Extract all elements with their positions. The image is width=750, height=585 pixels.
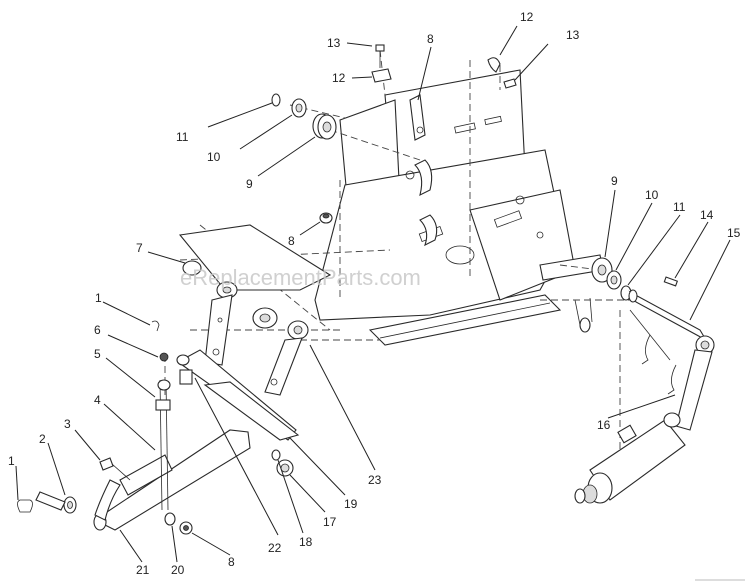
callout-8-bottom: 8	[228, 555, 235, 569]
right-washers	[591, 257, 679, 301]
callout-6: 6	[94, 323, 101, 337]
callout-14: 14	[700, 208, 714, 222]
chassis-frame	[314, 69, 604, 346]
watermark: eReplacementParts.com	[180, 265, 421, 290]
top-hardware	[371, 44, 517, 141]
callout-21: 21	[136, 563, 150, 577]
callout-15: 15	[727, 226, 741, 240]
callout-18: 18	[299, 535, 313, 549]
callout-9-right: 9	[611, 174, 618, 188]
left-washers	[271, 93, 337, 224]
rod-assembly	[17, 320, 300, 535]
callout-16: 16	[597, 418, 611, 432]
lever-arms	[178, 224, 332, 396]
callout-10-right: 10	[645, 188, 659, 202]
callout-20: 20	[171, 563, 185, 577]
callout-8-mid: 8	[288, 234, 295, 248]
callout-17: 17	[323, 515, 337, 529]
callout-3: 3	[64, 417, 71, 431]
callout-1-upper: 1	[95, 291, 102, 305]
callout-23: 23	[368, 473, 382, 487]
callout-9-left: 9	[246, 177, 253, 191]
callout-8-top: 8	[427, 32, 434, 46]
callout-10-left: 10	[207, 150, 221, 164]
leader-lines	[15, 25, 731, 563]
callout-labels: 13 12 8 12 13 11 10 9 8 9 10 11 14 15 7 …	[8, 10, 741, 577]
callout-2: 2	[39, 432, 46, 446]
callout-4: 4	[94, 393, 101, 407]
callout-19: 19	[344, 497, 358, 511]
callout-22: 22	[268, 541, 282, 555]
callout-12-right: 12	[520, 10, 534, 24]
callout-1-lower: 1	[8, 454, 15, 468]
rocker-shaft-assembly	[574, 289, 715, 504]
callout-12-top: 12	[332, 71, 346, 85]
callout-11-left: 11	[176, 130, 189, 144]
callout-13-right: 13	[566, 28, 580, 42]
callout-7: 7	[136, 241, 143, 255]
callout-5: 5	[94, 347, 101, 361]
callout-11-right: 11	[673, 200, 686, 214]
callout-13-top: 13	[327, 36, 341, 50]
